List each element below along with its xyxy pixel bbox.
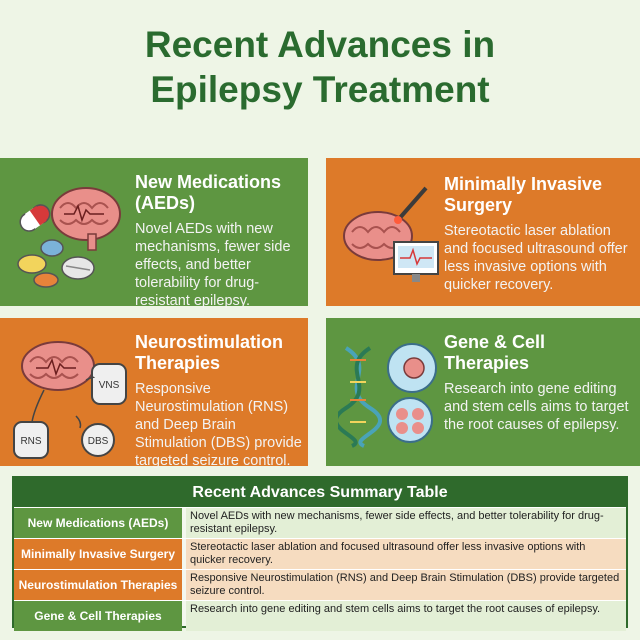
card-description: Responsive Neurostimulation (RNS) and De… [135,381,302,469]
capsule-icon [19,204,51,232]
dbs-device-icon: DBS [81,423,115,457]
card-description: Novel AEDs with new mechanisms, fewer si… [135,221,291,309]
row-category: Gene & Cell Therapies [14,601,182,631]
card-title: Gene & Cell Therapies [444,332,546,373]
row-category: Minimally Invasive Surgery [14,539,182,569]
row-description: Novel AEDs with new mechanisms, fewer si… [186,508,626,538]
page-title: Recent Advances in Epilepsy Treatment [144,24,496,110]
vns-device-icon: VNS [91,363,127,405]
svg-text:VNS: VNS [99,380,120,391]
card-title: Neurostimulation Therapies [135,332,284,373]
cell-icon [387,343,437,393]
dividing-cell-icon [387,397,433,443]
row-description: Stereotactic laser ablation and focused … [186,539,626,569]
monitor-icon [393,241,439,282]
brain-icon [21,341,95,391]
card-neurostimulation-therapies: VNS RNS DBS Neurostimulation Therapies R… [0,318,308,469]
neurostimulation-illustration: VNS RNS DBS [13,341,127,459]
row-category: Neurostimulation Therapies [14,570,182,600]
surgery-illustration [343,186,439,282]
dna-icon [338,346,382,448]
table-row: Gene & Cell Therapies Research into gene… [14,600,626,631]
card-new-medications: New Medications (AEDs) Novel AEDs with n… [0,158,308,309]
table-row: Minimally Invasive Surgery Stereotactic … [14,538,626,569]
card-title: Minimally Invasive Surgery [444,174,603,215]
svg-text:DBS: DBS [88,436,109,447]
card-gene-cell-therapies: Gene & Cell Therapies Research into gene… [326,318,640,466]
table-header: Recent Advances Summary Table [14,478,626,507]
pill-icons [17,239,95,288]
rns-device-icon: RNS [13,421,49,459]
svg-text:RNS: RNS [20,436,41,447]
table-row: New Medications (AEDs) Novel AEDs with n… [14,507,626,538]
pills-brain-illustration [17,187,121,288]
row-category: New Medications (AEDs) [14,508,182,538]
row-description: Research into gene editing and stem cell… [186,601,626,631]
brain-icon [51,187,121,251]
table-row: Neurostimulation Therapies Responsive Ne… [14,569,626,600]
gene-cell-illustration [338,343,437,448]
card-minimally-invasive-surgery: Minimally Invasive Surgery Stereotactic … [326,158,640,306]
card-description: Stereotactic laser ablation and focused … [444,223,628,293]
row-description: Responsive Neurostimulation (RNS) and De… [186,570,626,600]
card-description: Research into gene editing and stem cell… [444,381,629,433]
card-title: New Medications (AEDs) [135,172,282,213]
summary-table: Recent Advances Summary Table New Medica… [12,476,628,631]
laser-probe-icon [394,186,428,224]
